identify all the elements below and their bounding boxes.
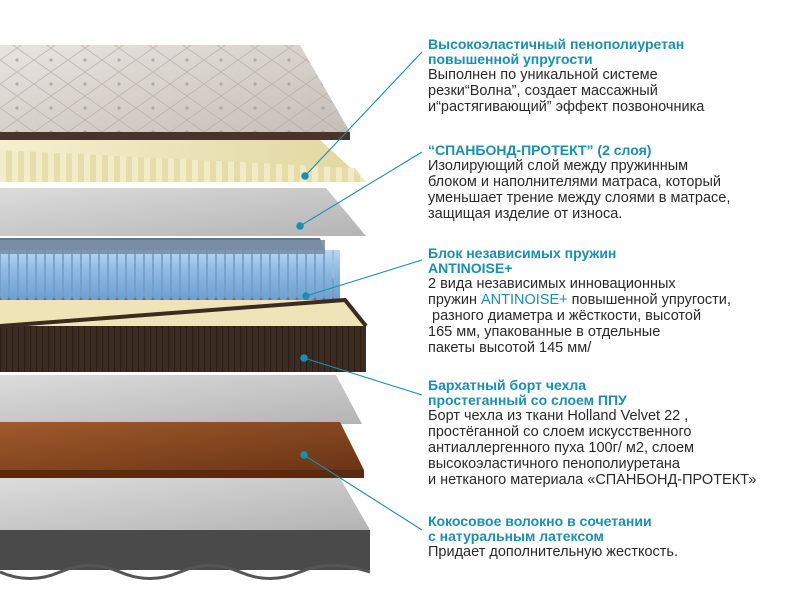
callout-lines [296,51,423,531]
layer-4-desc-line-1: Борт чехла из ткани Holland Velvet 22 , [428,408,689,424]
layer-3-desc-line-2: пружин ANTINOISE+ повышенной упругости, [428,292,796,308]
layer-4-desc-line-4: высокоэластичного пенополиуретана [428,456,680,472]
layer-coconut [0,422,364,478]
layer-5-caption: Кокосовое волокно в сочетании с натураль… [428,513,796,561]
layer-4-desc-line-3: антиаллергенного пуха 100г/ м2, слоем [428,440,694,456]
layer-3-title-line-2: ANTINOISE+ [428,260,513,276]
layer-3-desc-brand: ANTINOISE+ [481,292,568,308]
layer-2-desc-line-4: защищая изделие от износа. [428,206,623,222]
layer-4-caption: Бархатный борт чехла простеганный со сло… [428,377,796,489]
layer-1-desc-line-3: и“растягивающий” эффект позвоночника [428,99,705,115]
layer-1-title-line-1: Высокоэластичный пенополиуретан [428,36,685,52]
layer-3-desc-line-1: 2 вида независимых инновационных [428,276,676,292]
layer-1-desc-line-1: Выполнен по уникальной системе [428,67,658,83]
layer-5-title-line-1: Кокосовое волокно в сочетании [428,513,652,529]
layer-base [0,478,371,580]
layer-2-title: “СПАНБОНД-ПРОТЕКТ” (2 слоя) [428,142,652,158]
layer-3-desc-line-5: пакеты высотой 145 мм/ [428,340,592,356]
layer-4-title-line-2: простеганный со слоем ППУ [428,392,627,408]
layer-3-caption: Блок независимых пружин ANTINOISE+ 2 вид… [428,245,796,357]
layer-1-caption: Высокоэластичный пенополиуретан повышенн… [428,36,796,116]
layer-2-desc-line-1: Изолирующий слой между пружинным [428,158,689,174]
layer-3-desc-line-2-before: пружин [428,292,482,308]
layer-quilted-top [0,45,350,140]
layer-3-desc-line-2-after: повышенной упругости, [567,292,731,308]
layer-5-title-line-2: с натуральным латексом [428,528,604,544]
layer-3-title-line-1: Блок независимых пружин [428,245,617,261]
layer-4-title-line-1: Бархатный борт чехла [428,377,587,393]
layer-1-title-line-2: повышенной упругости [428,51,593,67]
layer-spunbond-1 [0,188,366,236]
layer-5-desc-line-1: Придает дополнительную жесткость. [428,544,678,560]
layer-wave-foam [0,140,366,182]
layer-4-desc-line-2: простёганной со слоем искусственного [428,424,692,440]
layer-2-caption: “СПАНБОНД-ПРОТЕКТ” (2 слоя) Изолирующий … [428,142,796,223]
layer-3-desc-line-3: разного диаметра и жёсткости, высотой [428,308,702,324]
layer-1-desc-line-2: резки“Волна”, создает массажный [428,83,658,99]
layer-2-desc-line-2: блоком и наполнителями матраса, который [428,174,721,190]
layer-2-desc-line-3: уменьшает трение между слоями в матрасе, [428,190,731,206]
layer-4-desc-line-5: и нетканого материала «СПАНБОНД-ПРОТЕКТ» [428,472,757,488]
layer-velvet-border [0,297,368,372]
layer-3-desc-line-4: 165 мм, упакованные в отдельные [428,324,661,340]
layer-spunbond-2 [0,375,362,424]
